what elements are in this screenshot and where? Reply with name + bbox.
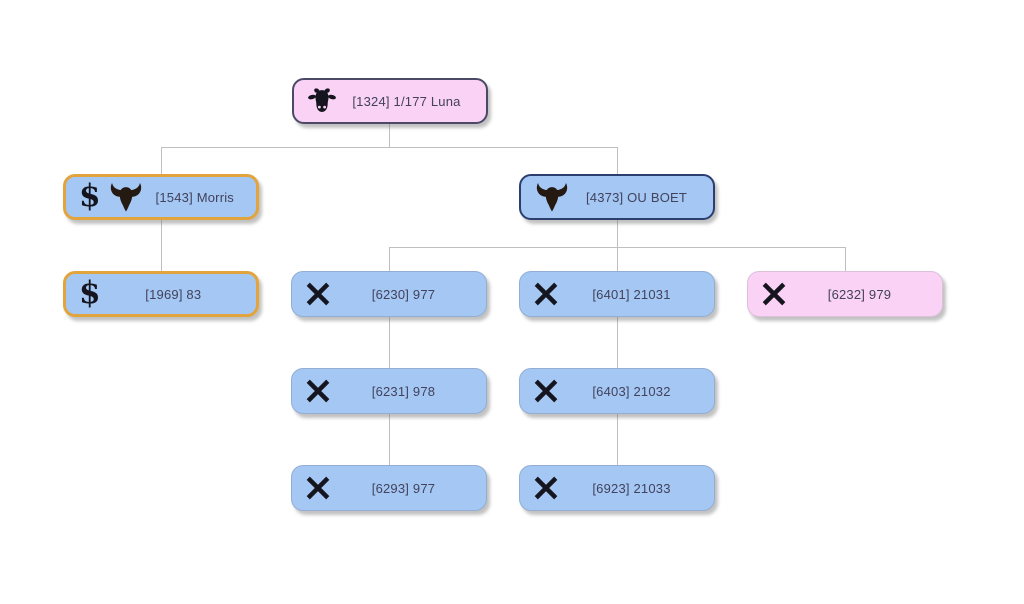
cross-icon	[533, 378, 559, 404]
connector-line	[161, 147, 618, 148]
node-icons	[533, 281, 559, 307]
node-icons	[305, 378, 331, 404]
cross-icon	[533, 475, 559, 501]
connector-line	[617, 147, 618, 174]
node-icons: $	[79, 177, 144, 214]
connector-line	[845, 247, 846, 271]
tree-node-1324[interactable]: [1324] 1/177 Luna	[292, 78, 488, 124]
node-icons	[533, 378, 559, 404]
node-label: [6293] 977	[371, 480, 436, 496]
tree-node-1969[interactable]: $ [1969] 83	[63, 271, 259, 317]
connector-line	[389, 124, 390, 147]
node-label: [1969] 83	[145, 286, 202, 302]
cross-icon	[305, 378, 331, 404]
tree-node-1543[interactable]: $ [1543] Morris	[63, 174, 259, 220]
connector-line	[617, 220, 618, 247]
node-label: [6230] 977	[371, 286, 436, 302]
dollar-icon: $	[79, 274, 101, 311]
node-icons: $	[79, 274, 101, 311]
tree-node-6403[interactable]: [6403] 21032	[519, 368, 715, 414]
connector-line	[617, 247, 618, 271]
node-label: [6401] 21031	[592, 286, 671, 302]
node-label: [1324] 1/177 Luna	[352, 93, 461, 109]
node-icons	[533, 475, 559, 501]
node-label: [4373] OU BOET	[585, 189, 688, 205]
connector-line	[617, 317, 618, 368]
tree-node-6230[interactable]: [6230] 977	[291, 271, 487, 317]
node-label: [6232] 979	[827, 286, 892, 302]
cross-icon	[305, 475, 331, 501]
node-icons	[534, 182, 570, 212]
bull-icon	[108, 182, 144, 212]
connector-line	[389, 247, 390, 271]
cross-icon	[533, 281, 559, 307]
connector-line	[161, 147, 162, 174]
node-icons	[305, 475, 331, 501]
cross-icon	[761, 281, 787, 307]
tree-node-6923[interactable]: [6923] 21033	[519, 465, 715, 511]
tree-node-6401[interactable]: [6401] 21031	[519, 271, 715, 317]
node-label: [6231] 978	[371, 383, 436, 399]
tree-node-4373[interactable]: [4373] OU BOET	[519, 174, 715, 220]
tree-node-6232[interactable]: [6232] 979	[747, 271, 943, 317]
node-label: [6403] 21032	[592, 383, 671, 399]
node-icons	[305, 281, 331, 307]
node-icons	[761, 281, 787, 307]
connector-line	[161, 220, 162, 271]
cross-icon	[305, 281, 331, 307]
tree-node-6293[interactable]: [6293] 977	[291, 465, 487, 511]
connector-line	[389, 317, 390, 368]
dollar-icon: $	[79, 177, 101, 214]
connector-line	[389, 414, 390, 465]
node-icons	[307, 87, 337, 115]
cow-icon	[307, 87, 337, 115]
bull-icon	[534, 182, 570, 212]
connector-line	[617, 414, 618, 465]
node-label: [6923] 21033	[592, 480, 671, 496]
tree-node-6231[interactable]: [6231] 978	[291, 368, 487, 414]
node-label: [1543] Morris	[155, 189, 235, 205]
